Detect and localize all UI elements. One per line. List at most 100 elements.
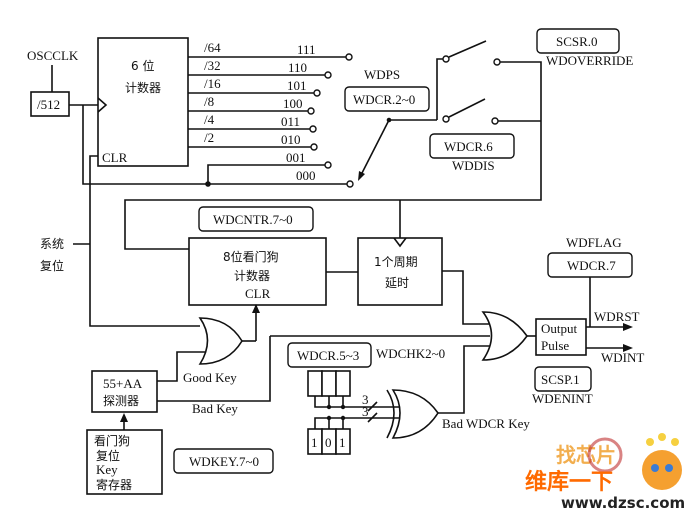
detector-line2: 探测器: [103, 394, 139, 408]
system-reset-line2: 复位: [40, 258, 64, 273]
system-reset-line1: 系统: [40, 237, 64, 251]
detector-line1: 55+AA: [103, 376, 143, 391]
clr-arrow-icon: [252, 304, 260, 313]
svg-text:/4: /4: [204, 112, 215, 127]
wdflag-reg-label: WDCR.7: [567, 258, 616, 273]
reset-or-gate: [198, 317, 243, 365]
bad-key-wire: [157, 336, 271, 402]
xor-output-wire: [438, 385, 465, 414]
key-register-line3: Key: [96, 462, 118, 477]
wdchk-name: WDCHK2~0: [376, 346, 445, 361]
wdrst-arrow-icon: [623, 323, 633, 331]
bus-width-label-b: 3: [362, 404, 369, 419]
good-key-wire: [157, 351, 205, 382]
xor-back-curve: [386, 389, 395, 439]
bus-slash-a: [367, 401, 378, 412]
wdcr6-name: WDDIS: [452, 158, 495, 173]
constant-bit-2: 1: [339, 435, 346, 450]
svg-text:010: 010: [281, 132, 301, 147]
output-pulse-line1: Output: [541, 321, 578, 336]
prescaler-label: /512: [37, 97, 60, 112]
svg-text:111: 111: [297, 42, 316, 57]
wdps-reg-box: [344, 86, 430, 112]
wdint-label: WDINT: [601, 350, 644, 365]
override-switch: [448, 40, 487, 58]
output-pulse-box: [535, 318, 587, 356]
counter6-clr: CLR: [102, 150, 128, 165]
svg-text:000: 000: [296, 168, 316, 183]
watermark-url: www.dzsc.com: [561, 494, 685, 512]
wdint-arrow-icon: [623, 344, 633, 352]
svg-text:/16: /16: [204, 76, 221, 91]
wdcr6-reg-label: WDCR.6: [444, 139, 493, 154]
delay-to-or-wire: [442, 270, 490, 325]
osc-clk-label: OSCCLK: [27, 48, 79, 63]
compare-xor-gate: [391, 389, 439, 439]
scsr0-name: WDOVERRIDE: [546, 53, 633, 68]
key-register-line4: 寄存器: [96, 477, 132, 492]
selector-arrowhead: [358, 171, 365, 181]
counter6-line2: 计数器: [125, 80, 161, 95]
wdrst-label: WDRST: [594, 309, 640, 324]
override-wire: [124, 61, 542, 250]
wdkey-reg-label: WDKEY.7~0: [189, 454, 259, 469]
delay-line1: 1个周期: [374, 255, 418, 269]
bus-slash-b: [367, 412, 378, 423]
scsp1-name: WDENINT: [532, 391, 593, 406]
wdcntr-clr: CLR: [245, 286, 271, 301]
disable-switch: [448, 98, 486, 118]
constant-bit-0: 1: [311, 435, 318, 450]
bad-wdcr-to-or-wire: [463, 345, 490, 385]
wdps-name: WDPS: [364, 67, 400, 82]
svg-text:/2: /2: [204, 130, 214, 145]
svg-text:/64: /64: [204, 40, 221, 55]
scsp1-reg-box: [534, 366, 592, 392]
svg-text:100: 100: [283, 96, 303, 111]
detector-box: [91, 370, 158, 413]
counter6-box: [97, 37, 189, 167]
scsr0-reg-label: SCSR.0: [556, 34, 598, 49]
svg-text:110: 110: [288, 60, 307, 75]
wdcntr-box: [188, 237, 327, 306]
delay-clock-icon: [393, 237, 407, 248]
svg-text:011: 011: [281, 114, 300, 129]
wdcr6-reg-box: [429, 133, 515, 159]
system-reset-wire: [89, 155, 200, 327]
detector-arrow-icon: [120, 413, 128, 422]
wdcntr-reg-label: WDCNTR.7~0: [213, 212, 293, 227]
watermark-line1: 找芯片: [556, 443, 616, 467]
mascot-icon: [642, 450, 682, 490]
bad-key-label: Bad Key: [192, 401, 238, 416]
prescaler-box: [30, 91, 70, 117]
wdkey-reg-box: [173, 448, 274, 474]
watermark-line2: 维库一下: [525, 469, 613, 495]
svg-text:001: 001: [286, 150, 306, 165]
delay-line2: 延时: [385, 276, 409, 290]
wdcntr-line1: 8位看门狗: [223, 249, 279, 264]
delay-box: [357, 237, 443, 306]
key-register-box: [86, 429, 163, 495]
wdcntr-line2: 计数器: [234, 268, 270, 283]
output-pulse-line2: Pulse: [541, 338, 569, 353]
wdcntr-reg-box: [198, 206, 314, 232]
prescaler-bypass-wire: [82, 105, 350, 185]
scsr0-reg-box: [536, 28, 620, 54]
counter6-line1: 6 位: [131, 58, 154, 73]
wdchk-bit-cells: [307, 370, 351, 397]
svg-text:/32: /32: [204, 58, 221, 73]
selector-arrow: [360, 119, 390, 176]
key-register-line2: 复位: [96, 448, 120, 463]
constant-bit-cells: 1 0 1: [307, 428, 351, 455]
key-register-line1: 看门狗: [94, 433, 130, 448]
scsp1-reg-label: SCSP.1: [541, 372, 580, 387]
output-or-gate: [481, 311, 528, 361]
switch-feed-wire: [436, 58, 444, 120]
wdflag-name: WDFLAG: [566, 235, 622, 250]
wdps-reg-label: WDCR.2~0: [353, 92, 415, 107]
wdchk-reg-label: WDCR.5~3: [297, 348, 359, 363]
svg-text:101: 101: [287, 78, 307, 93]
bad-wdcr-key-label: Bad WDCR Key: [442, 416, 530, 431]
watermark-logo: 找芯片 维库一下 www.dzsc.com: [525, 433, 685, 512]
